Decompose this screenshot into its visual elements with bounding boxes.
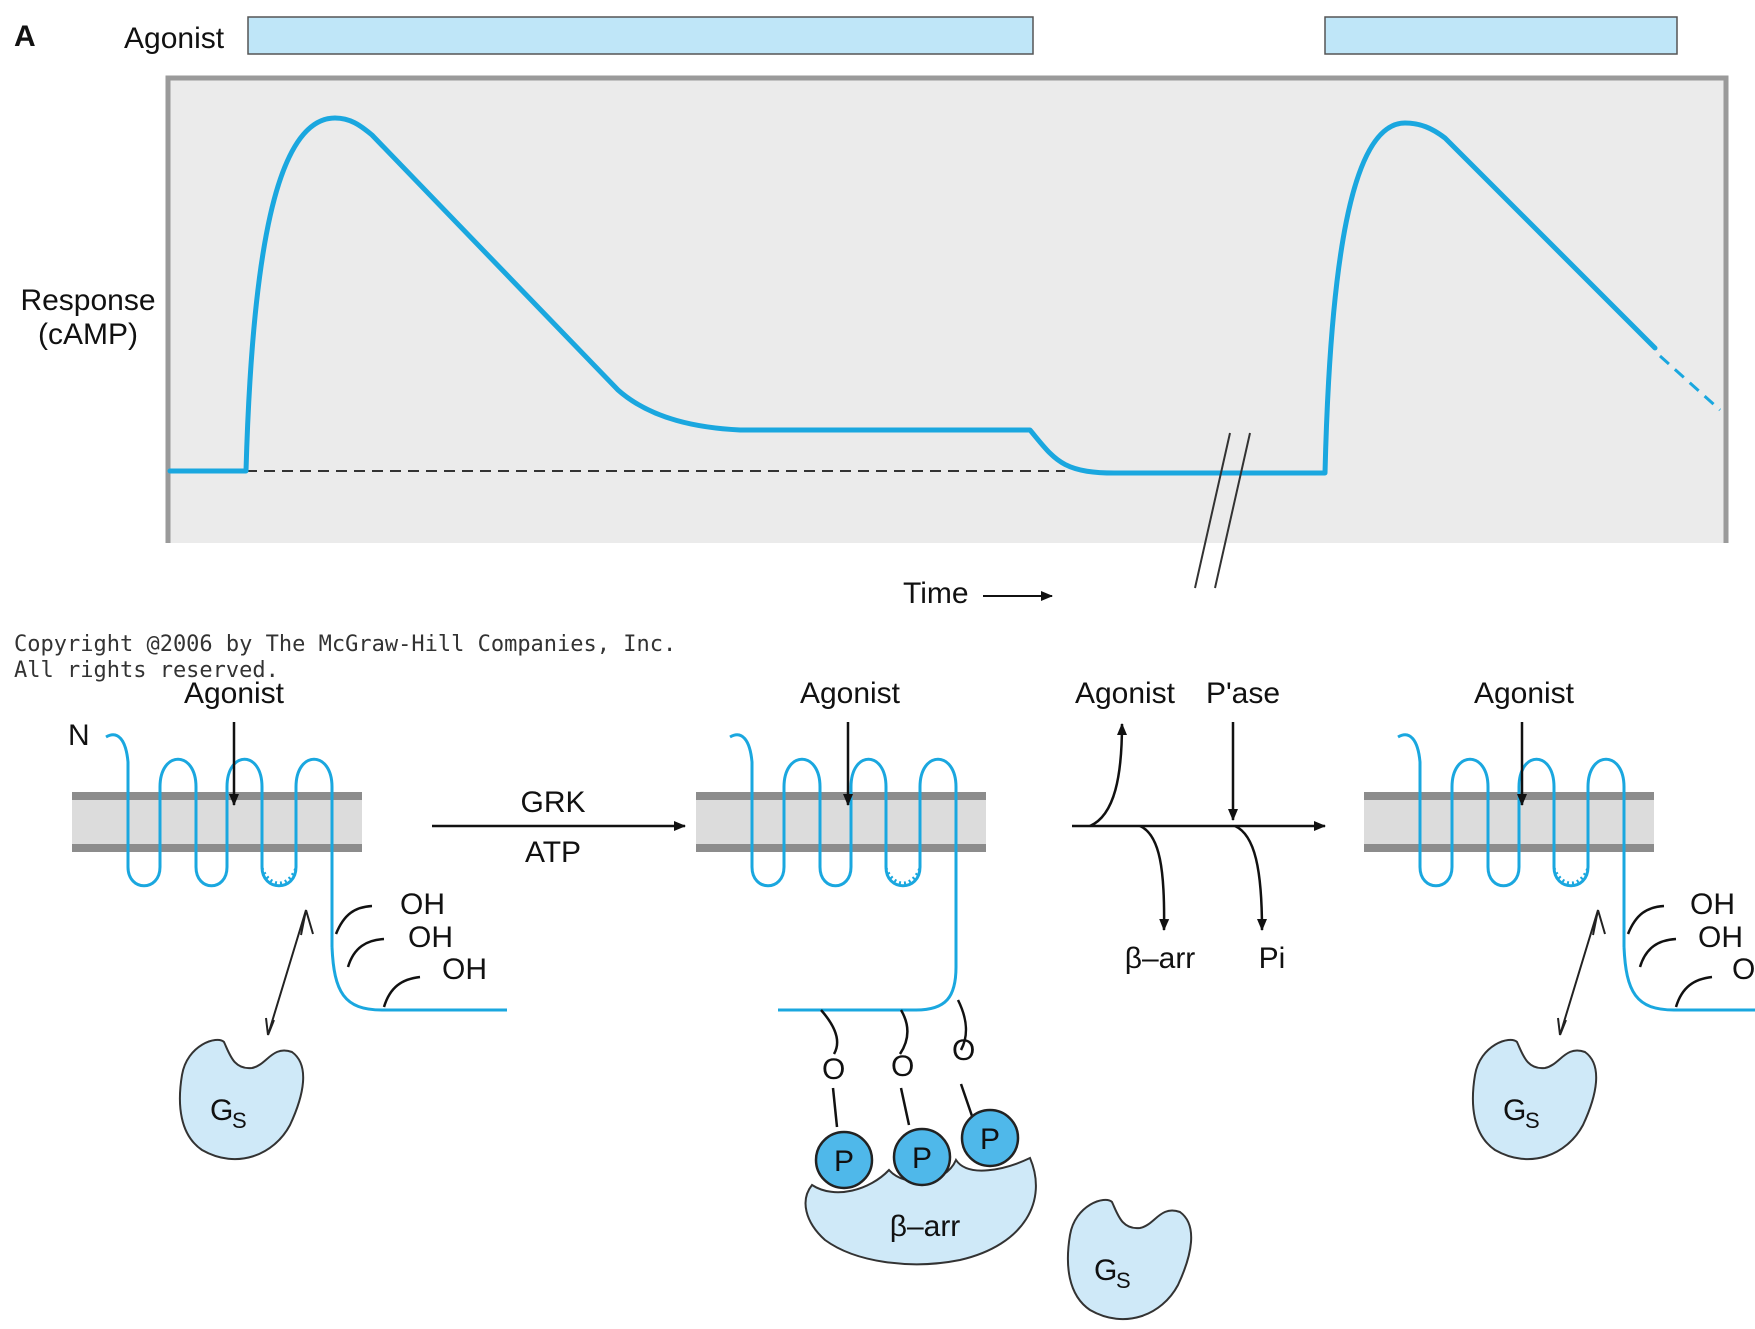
gs-subscript-state3: S xyxy=(1525,1108,1540,1133)
oh-label-3-state1: OH xyxy=(442,953,487,986)
gs-label-state3: G xyxy=(1503,1094,1526,1127)
copyright-line2: All rights reserved. xyxy=(14,658,279,683)
response-plot xyxy=(165,75,1729,589)
oh-label-3-state3: O xyxy=(1732,953,1755,986)
gs-protein-state1 xyxy=(178,1038,305,1161)
agonist-bar-second xyxy=(1324,16,1678,55)
pi-label: Pi xyxy=(1259,942,1286,975)
phosphate-1 xyxy=(814,1130,874,1190)
agonist-release-arrow xyxy=(1089,723,1127,828)
o-label-2: O xyxy=(891,1050,914,1083)
grk-label: GRK xyxy=(520,786,585,819)
phosphate-3 xyxy=(960,1108,1020,1168)
pi-release-arrow xyxy=(1234,824,1267,931)
agonist-bar-label: Agonist xyxy=(124,22,225,55)
p-label-2: P xyxy=(912,1142,932,1175)
agonist-label-state1: Agonist xyxy=(184,677,285,710)
response-curve xyxy=(167,115,1658,476)
atp-label: ATP xyxy=(525,836,581,869)
receptor-state2 xyxy=(696,735,986,1128)
beta-arrestin-label: β–arr xyxy=(890,1210,961,1243)
plot-frame xyxy=(165,75,1729,543)
n-terminus-label: N xyxy=(68,719,90,752)
gs-label-free: G xyxy=(1094,1254,1117,1287)
receptor-state1 xyxy=(72,735,507,1012)
oh-label-1-state3: OH xyxy=(1690,888,1735,921)
o-label-3: O xyxy=(952,1034,975,1067)
gs-label-state1: G xyxy=(210,1094,233,1127)
agonist-release-label: Agonist xyxy=(1075,677,1176,710)
response-curve-projection xyxy=(1658,354,1722,412)
p-label-1: P xyxy=(834,1145,854,1178)
panel-letter: A xyxy=(14,20,36,53)
y-axis-label-line2: (cAMP) xyxy=(38,318,138,351)
oh-label-1-state1: OH xyxy=(400,888,445,921)
agonist-label-state3: Agonist xyxy=(1474,677,1575,710)
barr-release-arrow xyxy=(1139,824,1170,931)
x-axis-label: Time xyxy=(903,577,969,610)
oh-label-2-state3: OH xyxy=(1698,921,1743,954)
receptor-state3 xyxy=(1364,735,1755,1012)
gs-protein-free xyxy=(1066,1198,1193,1321)
agonist-label-state2: Agonist xyxy=(800,677,901,710)
phosphate-2 xyxy=(892,1127,952,1187)
gs-coupling-arrow-state3 xyxy=(1557,909,1606,1036)
beta-arrestin-protein xyxy=(804,1156,1037,1266)
pase-label: P'ase xyxy=(1206,677,1280,710)
o-label-1: O xyxy=(822,1053,845,1086)
barr-release-label: β–arr xyxy=(1125,942,1196,975)
gs-protein-state3 xyxy=(1471,1038,1598,1161)
plot-area xyxy=(168,78,1726,543)
p-label-3: P xyxy=(980,1123,1000,1156)
gs-coupling-arrow-state1 xyxy=(265,909,314,1036)
agonist-bar-first xyxy=(247,16,1034,55)
copyright-line1: Copyright @2006 by The McGraw-Hill Compa… xyxy=(14,632,676,657)
oh-label-2-state1: OH xyxy=(408,921,453,954)
y-axis-label-line1: Response xyxy=(20,284,155,317)
gs-subscript-free: S xyxy=(1116,1268,1131,1293)
gs-subscript-state1: S xyxy=(232,1108,247,1133)
time-break-mark xyxy=(1194,432,1251,589)
